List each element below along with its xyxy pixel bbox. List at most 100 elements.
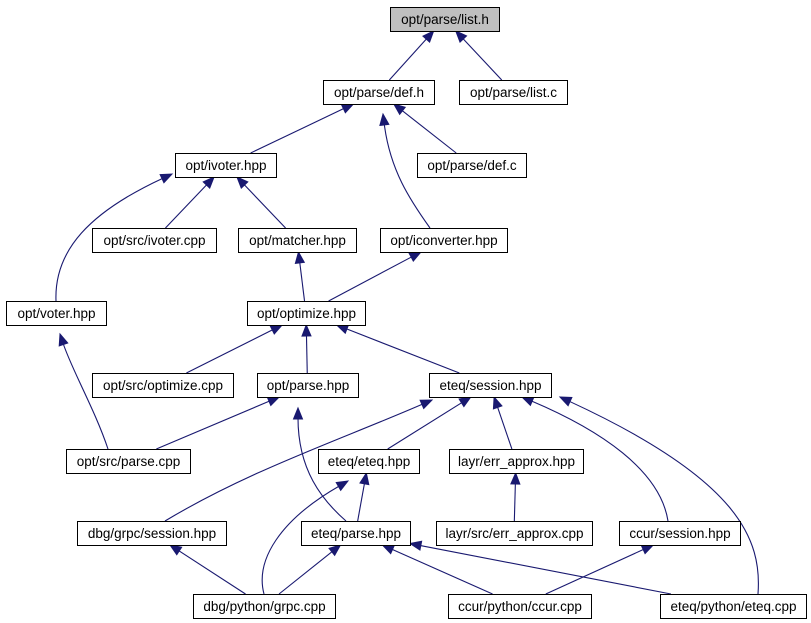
edge-line <box>545 548 645 595</box>
edges-layer <box>55 30 759 595</box>
node-eteq-cpp[interactable]: eteq/python/eteq.cpp <box>660 594 807 619</box>
arrowhead <box>640 544 655 555</box>
edge-line <box>164 403 424 522</box>
arrowhead <box>328 544 342 557</box>
edge-err_approx_cpp-to-err_approx_hpp <box>510 471 521 522</box>
arrowhead <box>335 324 350 335</box>
node-ccur-session-hpp[interactable]: ccur/session.hpp <box>619 521 741 546</box>
node-parse-cpp[interactable]: opt/src/parse.cpp <box>66 449 191 474</box>
edge-grpc_session_hpp-to-session_hpp <box>164 399 434 522</box>
node-box <box>318 449 420 474</box>
edge-line <box>243 183 286 229</box>
nodes-layer: opt/parse/list.h opt/parse/def.h opt/parse… <box>6 7 807 619</box>
node-optimize-cpp[interactable]: opt/src/optimize.cpp <box>92 373 234 398</box>
edge-eteq_cpp-to-eteq_parse_hpp <box>408 540 672 595</box>
node-def-c[interactable]: opt/parse/def.c <box>417 153 527 178</box>
node-iconverter-hpp[interactable]: opt/iconverter.hpp <box>380 228 508 253</box>
edge-eteq_cpp-to-session_hpp <box>558 396 759 595</box>
edge-ccur_cpp-to-eteq_parse_hpp <box>381 544 493 595</box>
edge-line <box>387 401 463 450</box>
arrowhead <box>266 396 281 407</box>
node-optimize-hpp[interactable]: opt/optimize.hpp <box>247 301 366 326</box>
node-ivoter-cpp[interactable]: opt/src/ivoter.cpp <box>92 228 217 253</box>
edge-grpc_cpp-to-eteq_hpp <box>261 480 350 595</box>
node-label: ccur/python/ccur.cpp <box>458 599 582 614</box>
edge-list_c-to-list_h <box>454 30 503 81</box>
node-eteq-hpp[interactable]: eteq/eteq.hpp <box>318 449 420 474</box>
arrowhead <box>301 323 312 337</box>
edge-line <box>530 400 669 522</box>
node-label: opt/parse/def.h <box>334 85 424 100</box>
arrowhead <box>340 103 355 114</box>
edge-line <box>513 482 516 522</box>
node-ivoter-hpp[interactable]: opt/ivoter.hpp <box>175 153 277 178</box>
edge-def_c-to-def_h <box>392 103 457 154</box>
node-label: opt/parse/list.c <box>470 85 557 100</box>
edge-matcher_hpp-to-ivoter_hpp <box>236 176 286 229</box>
edge-eteq_hpp-to-session_hpp <box>387 396 472 450</box>
node-label: opt/src/ivoter.cpp <box>103 233 205 248</box>
edge-line <box>419 544 672 595</box>
node-box <box>257 373 359 398</box>
node-matcher-hpp[interactable]: opt/matcher.hpp <box>238 228 357 253</box>
node-label: eteq/python/eteq.cpp <box>670 599 796 614</box>
edge-line <box>328 256 413 302</box>
node-eteq-parse-hpp[interactable]: eteq/parse.hpp <box>301 521 411 546</box>
node-list-h[interactable]: opt/parse/list.h <box>390 7 500 32</box>
arrowhead <box>510 471 521 485</box>
node-label: opt/parse/list.h <box>401 12 489 27</box>
node-voter-hpp[interactable]: opt/voter.hpp <box>6 301 107 326</box>
node-ccur-cpp[interactable]: ccur/python/ccur.cpp <box>448 594 592 619</box>
node-session-hpp[interactable]: eteq/session.hpp <box>429 373 552 398</box>
node-box <box>448 594 592 619</box>
node-err-approx-cpp[interactable]: layr/src/err_approx.cpp <box>436 521 593 546</box>
node-box <box>459 80 568 105</box>
arrowhead <box>558 396 573 407</box>
node-label: opt/ivoter.hpp <box>185 158 266 173</box>
edge-line <box>462 37 503 81</box>
node-label: opt/matcher.hpp <box>249 233 346 248</box>
arrowhead <box>159 173 174 184</box>
node-list-c[interactable]: opt/parse/list.c <box>459 80 568 105</box>
node-err-approx-hpp[interactable]: layr/err_approx.hpp <box>449 449 584 474</box>
arrowhead <box>294 250 306 265</box>
arrowhead <box>236 176 249 189</box>
node-grpc-cpp[interactable]: dbg/python/grpc.cpp <box>193 594 336 619</box>
arrowhead <box>269 324 284 335</box>
edge-voter_hpp-to-ivoter_hpp <box>55 173 174 302</box>
node-label: eteq/session.hpp <box>439 378 541 393</box>
edge-line <box>178 549 246 595</box>
node-label: eteq/parse.hpp <box>311 526 401 541</box>
edge-ivoter_cpp-to-ivoter_hpp <box>165 176 215 229</box>
node-def-h[interactable]: opt/parse/def.h <box>323 80 435 105</box>
node-label: opt/iconverter.hpp <box>390 233 497 248</box>
arrowhead <box>379 112 390 127</box>
edge-line <box>299 261 306 302</box>
edge-iconverter_hpp-to-def_h <box>379 112 431 229</box>
edge-optimize_hpp-to-iconverter_hpp <box>328 251 423 302</box>
node-label: opt/optimize.hpp <box>257 306 356 321</box>
edge-line <box>383 123 431 229</box>
edge-eteq_parse_hpp-to-parse_hpp <box>292 406 347 522</box>
edge-optimize_cpp-to-optimize_hpp <box>186 324 284 374</box>
edge-line <box>156 400 271 450</box>
edge-ccur_cpp-to-ccur_session_hpp <box>545 544 655 595</box>
node-box <box>436 521 593 546</box>
edge-line <box>297 417 347 522</box>
edge-parse_hpp-to-optimize_hpp <box>301 323 312 374</box>
edge-optimize_hpp-to-matcher_hpp <box>294 250 306 302</box>
edge-line <box>62 343 109 450</box>
edge-eteq_parse_hpp-to-eteq_hpp <box>357 471 370 522</box>
node-box <box>247 301 366 326</box>
node-grpc-session-hpp[interactable]: dbg/grpc/session.hpp <box>77 521 227 546</box>
edge-line <box>55 177 164 302</box>
edge-session_hpp-to-optimize_hpp <box>335 324 460 374</box>
node-box <box>193 594 336 619</box>
node-parse-hpp[interactable]: opt/parse.hpp <box>257 373 359 398</box>
arrowhead <box>408 251 423 263</box>
node-box <box>323 80 435 105</box>
arrowhead <box>335 480 350 492</box>
arrowhead <box>492 395 503 410</box>
node-label: opt/parse.hpp <box>267 378 350 393</box>
